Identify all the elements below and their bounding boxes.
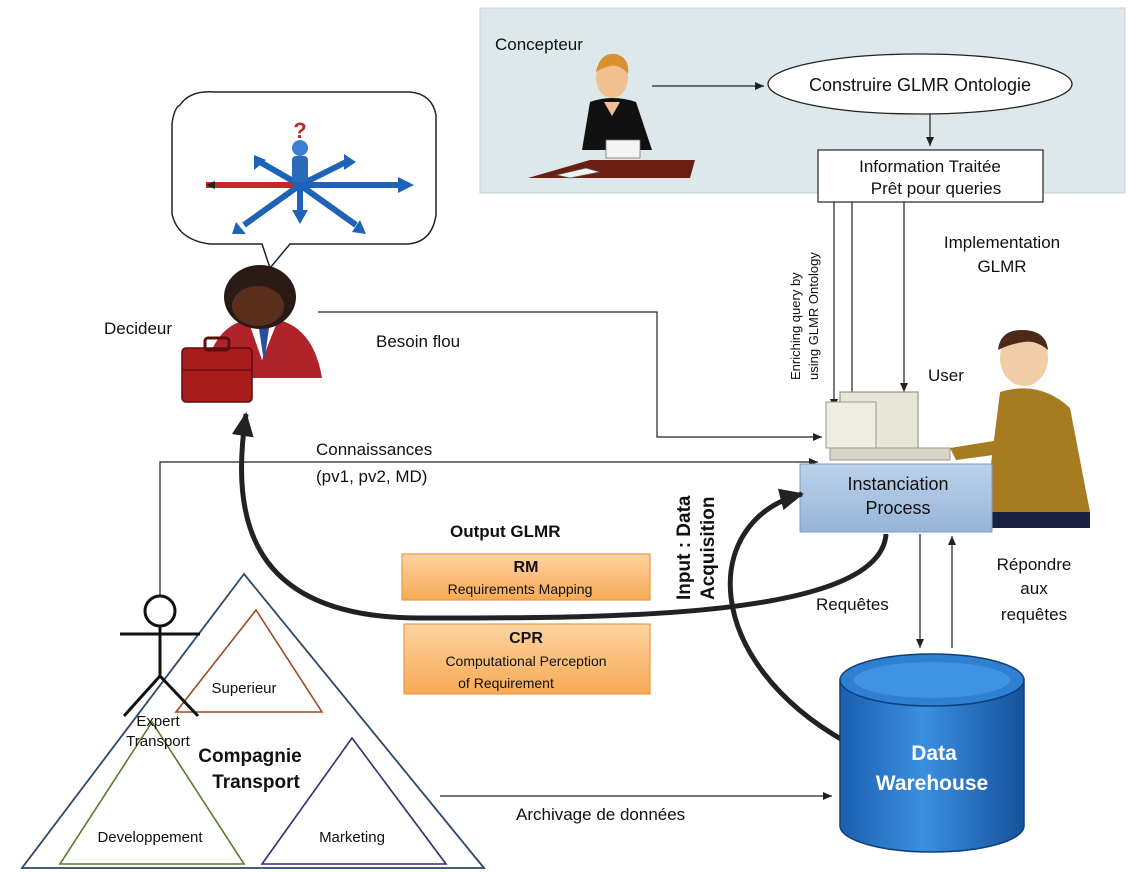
company-line2: Transport — [212, 772, 300, 793]
besoin-flou-label: Besoin flou — [376, 332, 460, 351]
user-label: User — [928, 366, 964, 385]
repondre-line1: Répondre — [997, 555, 1072, 574]
output-glmr-title: Output GLMR — [450, 522, 560, 541]
enrich-query-line1: Enriching query by — [788, 272, 803, 380]
besoin-flou-arrow — [318, 311, 822, 441]
expert-stick-figure-icon — [120, 594, 200, 718]
user-at-computer-icon — [825, 330, 1090, 528]
svg-text:?: ? — [293, 118, 306, 143]
cpr-title: CPR — [509, 630, 543, 647]
rm-line1: Requirements Mapping — [448, 581, 593, 597]
enrich-query-label: Enriching query by using GLMR Ontology — [788, 252, 821, 380]
input-line1: Input : Data — [674, 495, 695, 600]
instanciation-line1: Instanciation — [847, 474, 948, 494]
output-glmr-curved-arrow — [231, 412, 889, 621]
input-data-acquisition-label: Input : Data Acquisition — [674, 495, 719, 600]
data-warehouse-cylinder — [839, 653, 1025, 853]
decideur-label: Decideur — [104, 319, 172, 338]
build-ontology-label: Construire GLMR Ontologie — [809, 75, 1031, 95]
expert-line1: Expert — [136, 713, 180, 730]
cpr-line1: Computational Perception — [445, 653, 606, 669]
connaissances-arrow — [159, 458, 818, 596]
concepteur-panel: Concepteur Construire GLMR Ontologie Inf… — [479, 7, 1126, 203]
connaissances-line1: Connaissances — [316, 440, 432, 459]
company-line1: Compagnie — [198, 746, 301, 767]
superieur-triangle — [174, 608, 324, 713]
thought-bubble: ? — [171, 91, 437, 270]
decision-arrows-icon: ? — [206, 118, 414, 234]
concepteur-person-icon — [528, 53, 695, 179]
repondre-line2: aux — [1020, 579, 1048, 598]
instanciation-line2: Process — [865, 498, 930, 518]
developpement-label: Developpement — [97, 829, 203, 846]
connaissances-line2: (pv1, pv2, MD) — [316, 467, 427, 486]
processed-info-line2: Prêt pour queries — [871, 179, 1001, 198]
processed-info-line1: Information Traitée — [859, 157, 1001, 176]
archivage-label: Archivage de données — [516, 805, 685, 824]
enrich-query-line2: using GLMR Ontology — [806, 252, 821, 380]
marketing-triangle — [260, 736, 448, 865]
rm-title: RM — [514, 559, 539, 576]
warehouse-line2: Warehouse — [876, 772, 988, 795]
superieur-label: Superieur — [211, 680, 276, 697]
developpement-triangle — [58, 720, 246, 865]
cpr-box — [403, 623, 651, 695]
marketing-label: Marketing — [319, 829, 385, 846]
cpr-line2: of Requirement — [458, 675, 554, 691]
requetes-label: Requêtes — [816, 595, 889, 614]
processed-info-box — [817, 149, 1044, 203]
decideur-person-icon — [181, 265, 322, 403]
instanciation-process-box — [799, 463, 993, 533]
warehouse-line1: Data — [911, 742, 957, 765]
build-ontology-ellipse — [767, 53, 1073, 115]
repondre-line3: requêtes — [1001, 605, 1067, 624]
implementation-line1: Implementation — [944, 233, 1060, 252]
implementation-line2: GLMR — [977, 257, 1026, 276]
input-line2: Acquisition — [698, 497, 719, 600]
input-curved-arrow — [727, 488, 848, 745]
expert-line2: Transport — [126, 733, 190, 750]
rm-box — [401, 553, 651, 601]
concepteur-label: Concepteur — [495, 35, 583, 54]
